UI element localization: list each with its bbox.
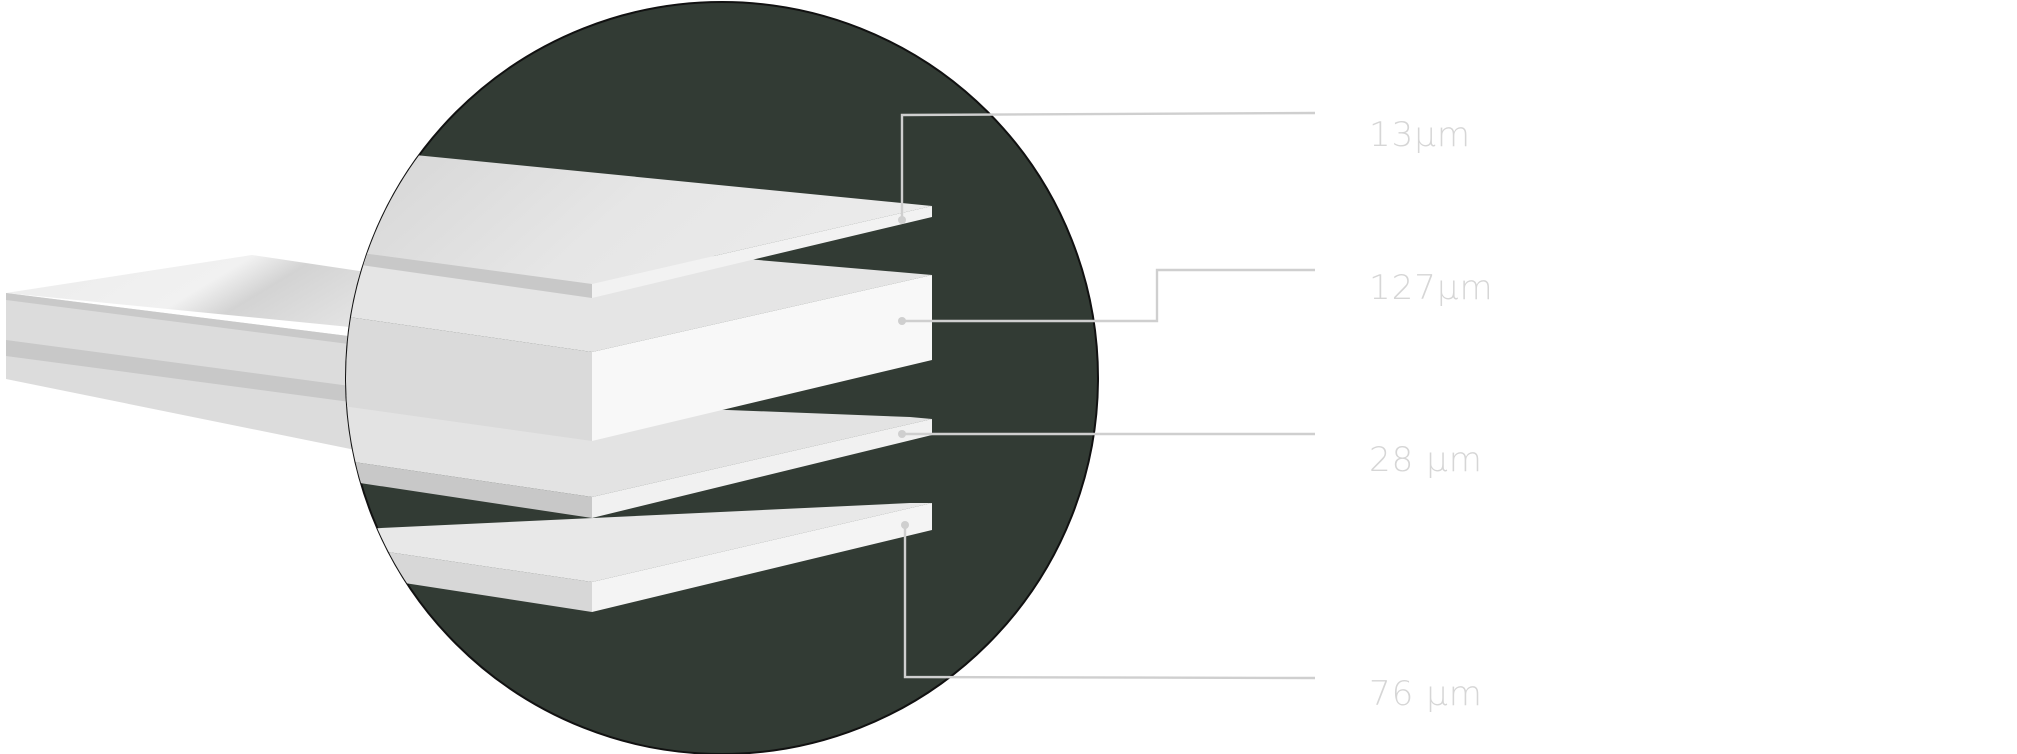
thickness-label-adhesive: 28 μm: [1369, 440, 1483, 480]
magnified-layers: [346, 155, 932, 612]
thickness-label-core: 127μm: [1369, 268, 1494, 308]
leader-dot-core: [898, 317, 906, 325]
leader-dot-adhesive: [898, 430, 906, 438]
leader-line-core: [902, 268, 1315, 323]
layer-top-film: [346, 155, 932, 298]
layer-bottom-left-face: [346, 545, 592, 612]
outer-stack-band-2: [6, 340, 380, 406]
layer-bottom-top-face: [346, 503, 932, 582]
layer-bottom: [346, 503, 932, 612]
layer-top-film-left-face: [346, 250, 592, 298]
leader-line-bottom: [903, 525, 1316, 680]
layer-bottom-front-face: [592, 503, 932, 612]
leader-line-top-film: [900, 111, 1316, 220]
layer-adhesive-left-face: [346, 460, 592, 518]
layer-top-film-front-face: [592, 206, 932, 298]
thickness-labels: 13μm 127μm 28 μm 76 μm: [1369, 115, 1494, 714]
outer-material-stack: [6, 255, 420, 455]
layer-core-front-face: [592, 275, 932, 441]
leader-dot-top-film: [898, 216, 906, 224]
layer-core-left-face: [346, 310, 592, 441]
leader-lines: [898, 111, 1316, 680]
layer-adhesive-front-face: [592, 419, 932, 518]
thickness-label-bottom: 76 μm: [1369, 674, 1483, 714]
leader-dot-bottom: [901, 521, 909, 529]
thickness-label-top-film: 13μm: [1369, 115, 1471, 155]
outer-stack-band-1: [6, 293, 380, 348]
layer-top-film-top-face: [346, 155, 932, 284]
outer-stack-top-face: [6, 255, 420, 330]
